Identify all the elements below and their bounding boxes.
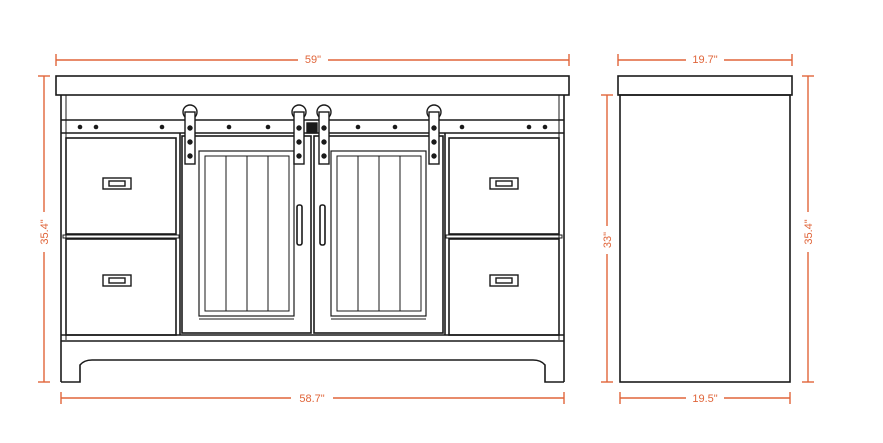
drawer-pull-icons [102,177,519,287]
drawer-top-left [65,137,177,235]
barn-door-hanger-icons [182,104,442,165]
barn-door-right [313,135,444,334]
drawer-top-right [448,137,560,235]
front-base [61,334,564,383]
side-top-depth-label: 19.7" [692,54,717,66]
front-bottom-width-label: 58.7" [299,393,324,405]
drawer-bottom-right [448,238,560,336]
side-total-height-label: 35.4" [803,219,815,244]
front-view [55,75,570,383]
side-countertop [617,75,793,96]
side-view [617,75,793,383]
side-cabinet-body [619,94,791,383]
side-body-height-label: 33" [602,232,614,248]
front-countertop [55,75,570,96]
rail-bolts [77,124,548,130]
front-height-label: 35.4" [39,219,51,244]
door-handle-icons [296,204,326,246]
side-bottom-depth-label: 19.5" [692,393,717,405]
front-top-width-label: 59" [305,54,321,66]
barn-door-left [181,135,312,334]
drawer-bottom-left [65,238,177,336]
